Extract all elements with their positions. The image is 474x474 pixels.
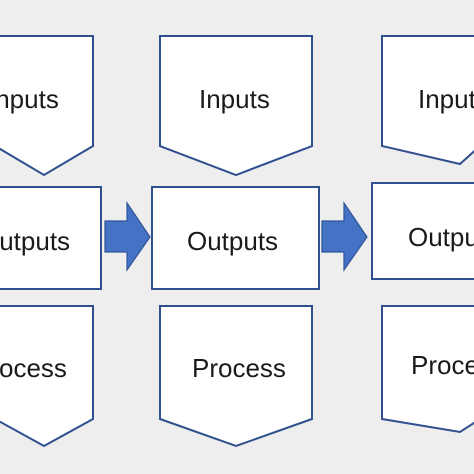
inputs-label-2: Inputs [199,84,270,114]
outputs-box-1 [0,186,102,290]
process-label-2: Process [192,353,286,383]
flow-arrow-1 [104,201,151,272]
outputs-box-3 [371,182,474,280]
process-pentagon-3 [381,305,474,434]
inputs-pentagon-3 [381,35,474,166]
inputs-pentagon-1 [0,35,94,177]
process-label-3: Process [411,350,474,380]
outputs-label-2: Outputs [187,226,279,256]
outputs-box-2 [151,186,320,290]
inputs-label-3: Inputs [418,84,474,114]
outputs-label-1: Outputs [0,226,71,256]
inputs-pentagon-2 [159,35,313,177]
inputs-label-1: Inputs [0,84,59,114]
outputs-label-3: Outputs [408,222,474,252]
process-pentagon-1 [0,305,94,448]
flow-arrow-2 [321,201,368,272]
process-pentagon-2 [159,305,313,448]
process-label-1: Process [0,353,67,383]
